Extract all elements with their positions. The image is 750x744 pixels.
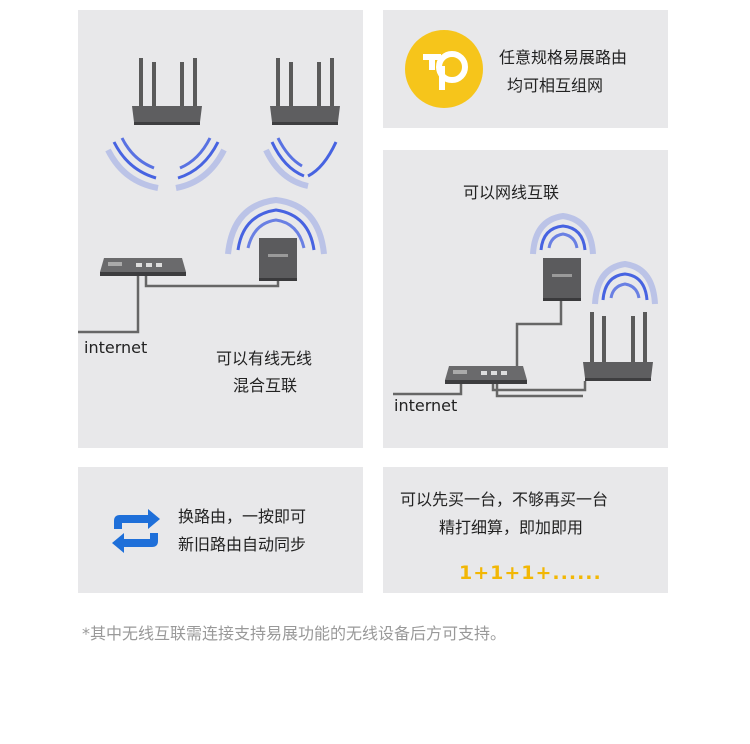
switch-icon	[100, 258, 186, 276]
router-icon	[270, 58, 340, 125]
wifi-signal-icon	[592, 260, 658, 305]
buy-line-2: 精打细算，即加即用	[439, 518, 584, 537]
panel-wired-interconnect: 可以网线互联	[383, 150, 668, 448]
panel-mixed-interconnect: internet 可以有线无线 混合互联	[78, 10, 363, 448]
access-point-icon	[259, 238, 297, 281]
wired-title: 可以网线互联	[463, 183, 560, 202]
any-spec-line-1: 任意规格易展路由	[499, 48, 628, 67]
caption-line-1: 可以有线无线	[216, 349, 313, 368]
wifi-signal-icon	[105, 137, 227, 191]
caption-line-2: 混合互联	[233, 376, 298, 395]
access-point-icon	[543, 258, 581, 301]
wifi-signal-icon	[530, 212, 596, 255]
buy-line-1: 可以先买一台，不够再买一台	[400, 490, 609, 509]
swap-line-1: 换路由，一按即可	[178, 507, 307, 526]
panel-swap-router: 换路由，一按即可 新旧路由自动同步	[78, 467, 363, 593]
network-diagram	[78, 58, 340, 334]
wifi-signal-icon	[263, 137, 338, 189]
internet-label: internet	[394, 396, 458, 415]
panel-buy-more: 可以先买一台，不够再买一台 精打细算，即加即用 1+1+1+......	[383, 467, 668, 593]
network-diagram	[393, 212, 658, 398]
internet-label: internet	[84, 338, 148, 357]
router-icon	[583, 312, 653, 381]
wifi-signal-icon	[225, 196, 327, 255]
ethernet-cable	[78, 276, 280, 334]
ethernet-cable	[393, 301, 587, 398]
tp-link-logo-icon	[405, 30, 483, 108]
footnote: *其中无线互联需连接支持易展功能的无线设备后方可支持。	[82, 624, 507, 643]
panel-any-spec-router: 任意规格易展路由 均可相互组网	[383, 10, 668, 128]
any-spec-line-2: 均可相互组网	[507, 76, 604, 95]
swap-line-2: 新旧路由自动同步	[178, 535, 307, 554]
formula-text: 1+1+1+......	[459, 562, 602, 584]
router-icon	[132, 58, 202, 125]
switch-icon	[445, 366, 527, 384]
sync-arrows-icon	[112, 509, 160, 553]
